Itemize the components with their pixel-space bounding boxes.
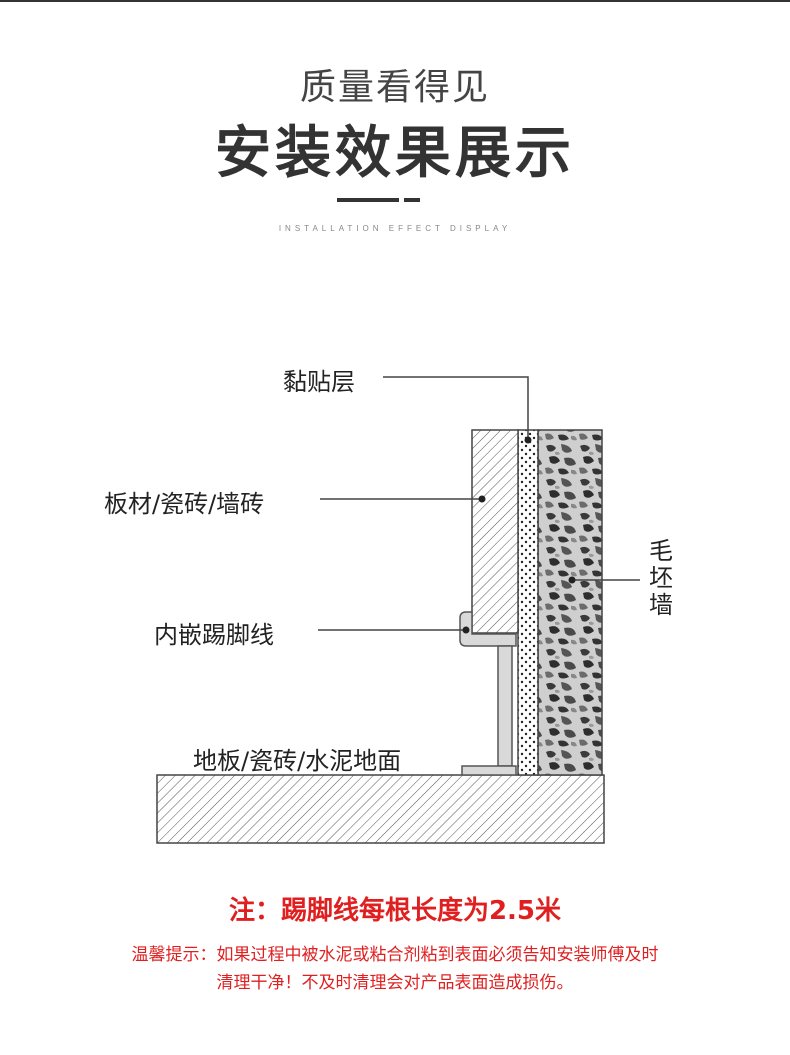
title-underline-short <box>404 198 420 202</box>
warm-tip-line-2: 清理干净！不及时清理会对产品表面造成损伤。 <box>216 973 574 993</box>
section-english-title: INSTALLATION EFFECT DISPLAY <box>278 224 512 233</box>
length-note: 注：踢脚线每根长度为2.5米 <box>228 896 562 926</box>
label-panel: 板材/瓷砖/墙砖 <box>104 490 265 518</box>
section-subtitle: 质量看得见 <box>299 67 490 108</box>
label-adhesive-layer: 黏贴层 <box>283 368 355 396</box>
leader-adhesive <box>383 376 529 440</box>
marker-panel <box>478 495 486 503</box>
title-underline-long <box>337 198 399 202</box>
top-rule <box>0 0 790 2</box>
label-rough-wall: 毛坯墙 <box>649 537 673 619</box>
label-floor: 地板/瓷砖/水泥地面 <box>193 747 402 775</box>
marker-skirting <box>462 626 470 634</box>
floor-slab <box>156 774 605 844</box>
adhesive-layer <box>517 429 539 776</box>
skirting-profile <box>459 611 517 776</box>
rough-wall <box>537 429 603 776</box>
section-title: 安装效果展示 <box>215 121 575 186</box>
marker-adhesive <box>524 436 532 444</box>
panel-board <box>471 429 519 634</box>
warm-tip-line-1: 温馨提示：如果过程中被水泥或粘合剂粘到表面必须告知安装师傅及时 <box>131 945 659 965</box>
marker-rough-wall <box>568 576 576 584</box>
label-skirting: 内嵌踢脚线 <box>154 621 274 649</box>
